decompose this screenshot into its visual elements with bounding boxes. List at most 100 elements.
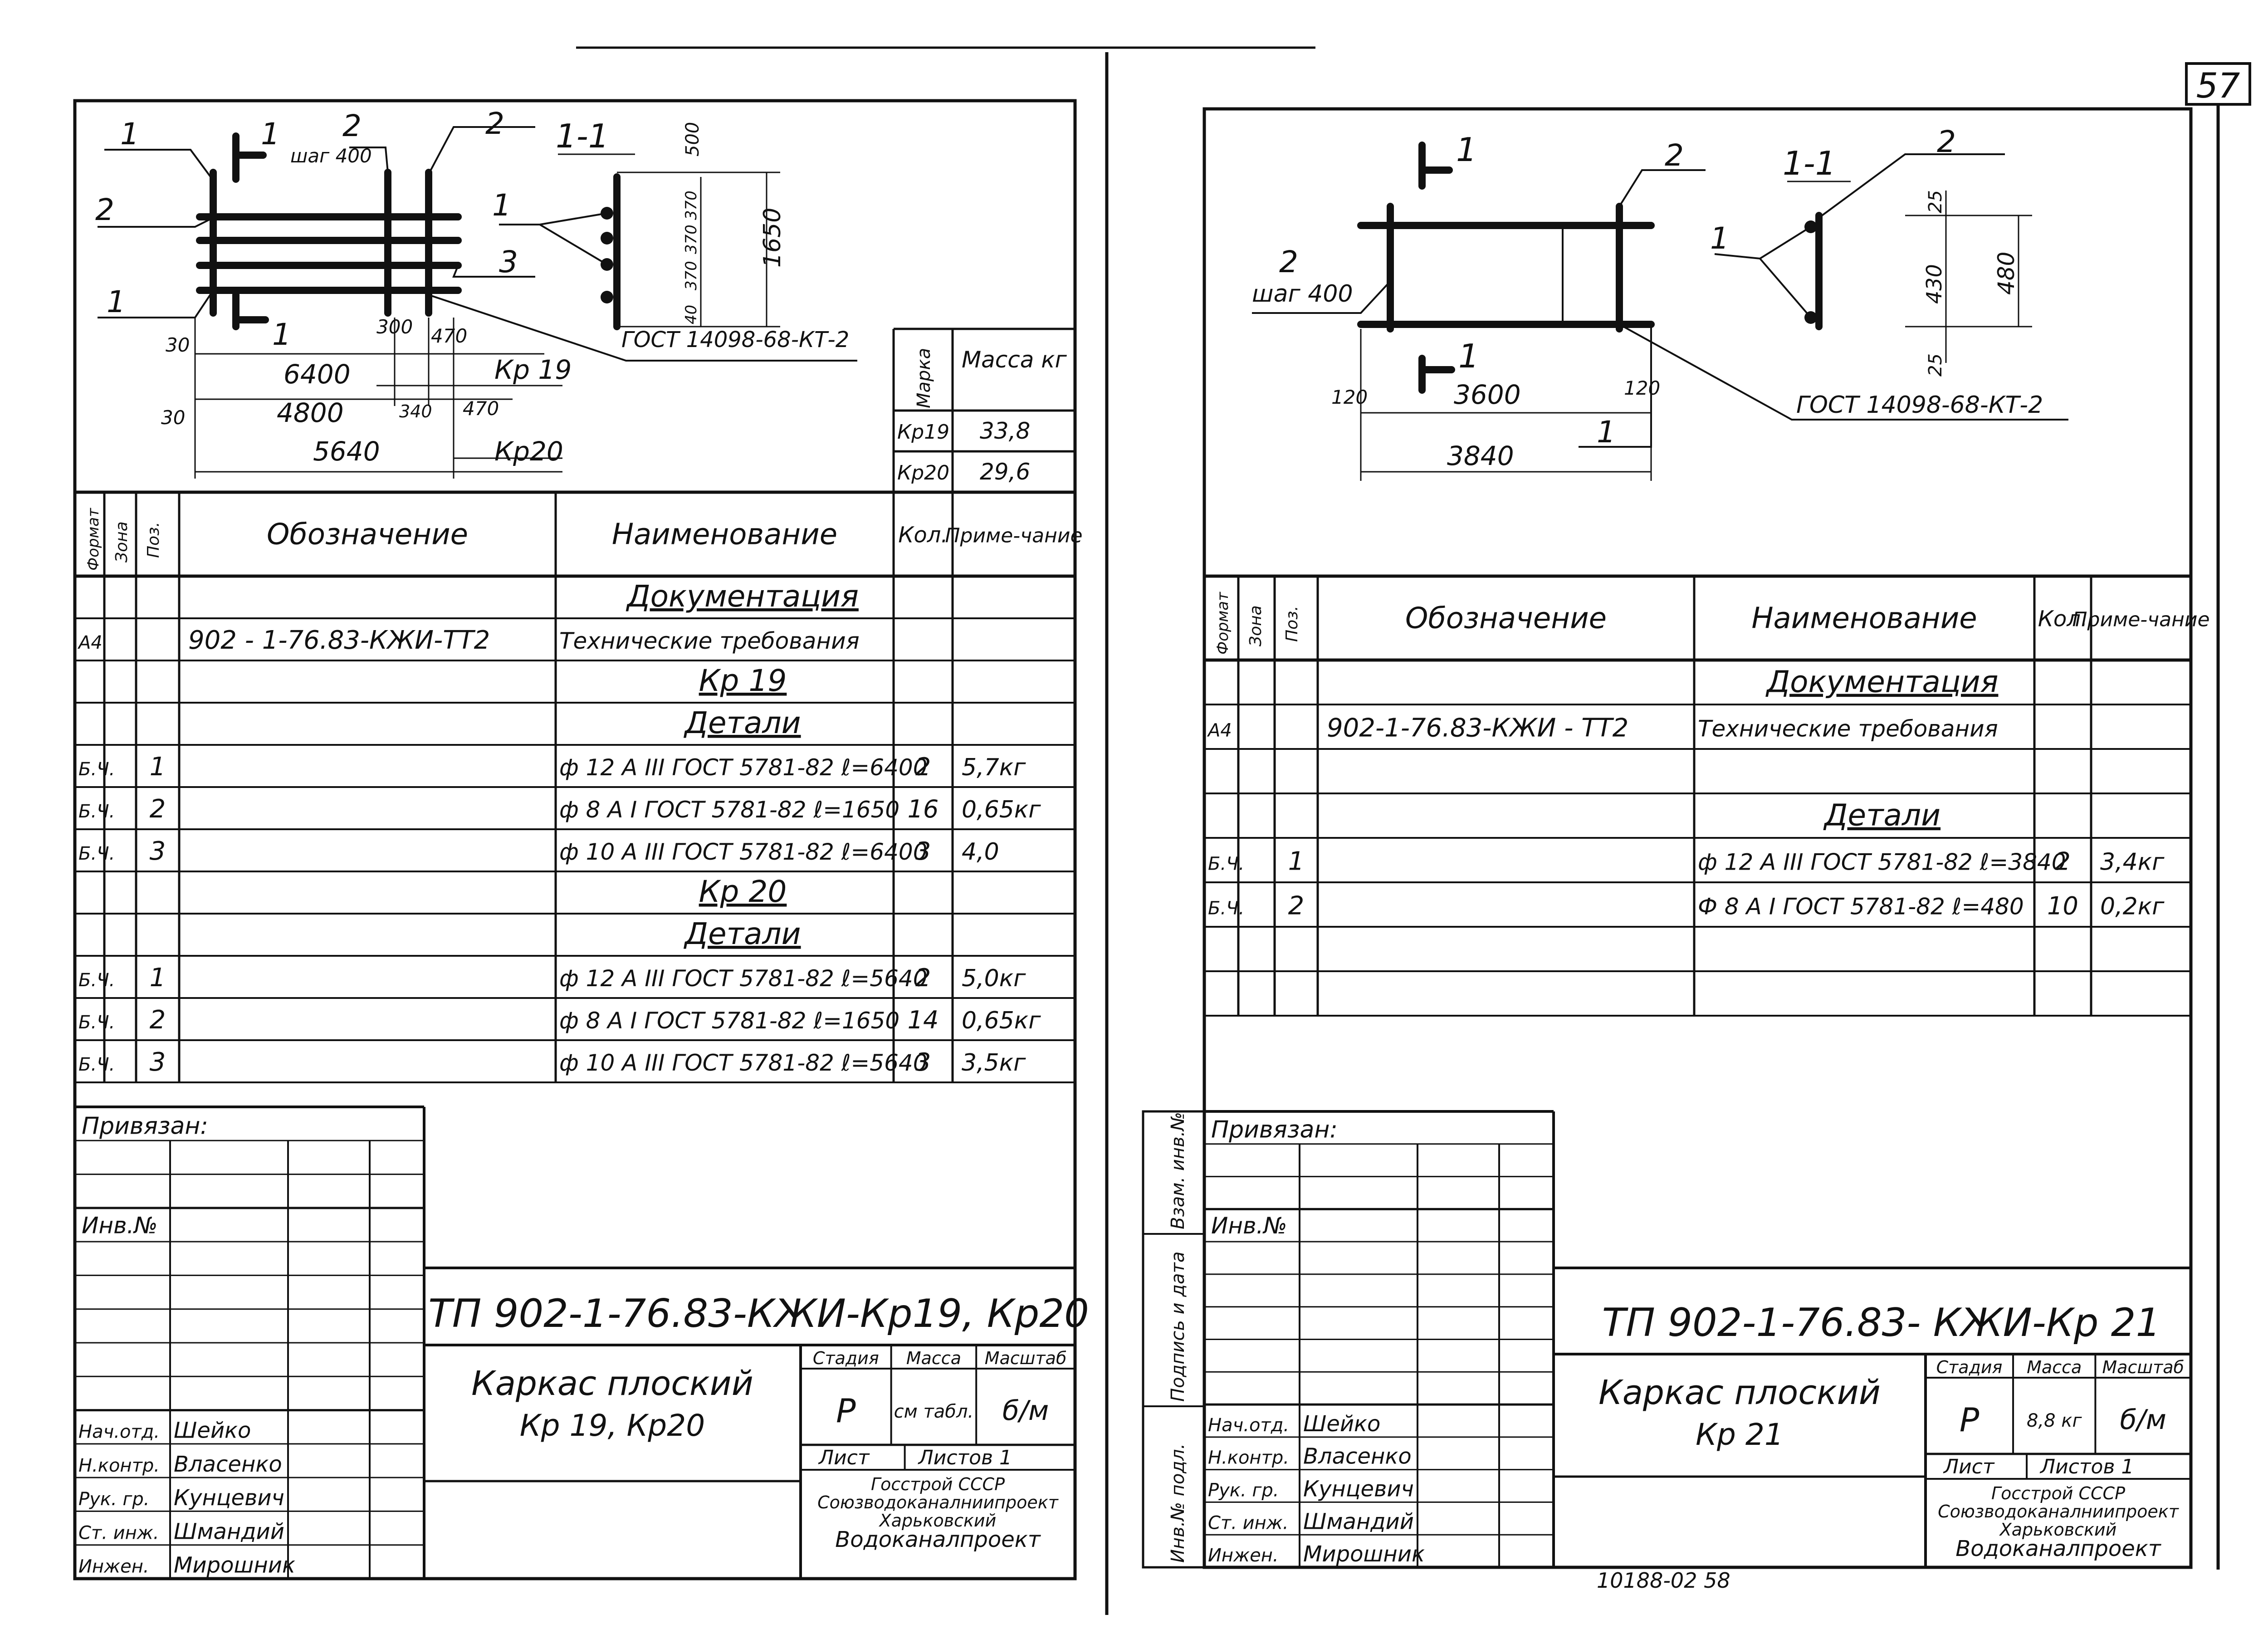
dim-500: 500 bbox=[682, 122, 703, 157]
spec-cell-prim: 4,0 bbox=[962, 838, 999, 866]
title-code: ТП 902-1-76.83- КЖИ-Кр 21 bbox=[1602, 1300, 2161, 1345]
spec-cell-format: Б.Ч. bbox=[78, 970, 115, 991]
spec-cell-naim: Технические требования bbox=[1698, 716, 1998, 742]
spec-cell-naim: ф 10 А III ГОСТ 5781-82 ℓ=5640 bbox=[559, 1050, 928, 1076]
leader-pos2-left bbox=[1252, 280, 1391, 314]
title-staff-name: Шейко bbox=[174, 1418, 251, 1443]
title-org2: Союзводоканалниипроект bbox=[817, 1492, 1059, 1512]
spec-cell-poz: 2 bbox=[150, 1005, 166, 1035]
right-sketch: 1 2 1-1 2 1 2 шаг 400 1 1 ГОСТ 14098-68-… bbox=[1252, 124, 2068, 481]
label-pos1-bottom: 1 bbox=[1597, 415, 1616, 450]
label-gost: ГОСТ 14098-68-КТ-2 bbox=[621, 327, 849, 352]
spec-cell-format: Б.Ч. bbox=[78, 1054, 115, 1075]
spec-header-poz: Поз. bbox=[1283, 606, 1301, 642]
title-masshtab: б/м bbox=[1002, 1395, 1049, 1427]
title-stadia: Р bbox=[1960, 1401, 1980, 1439]
title-listov-h: Листов 1 bbox=[2039, 1455, 2134, 1478]
title-org3: Харьковский bbox=[879, 1511, 997, 1531]
title-staff-name: Кунцевич bbox=[174, 1485, 284, 1511]
title-staff-name: Мирошник bbox=[174, 1553, 295, 1578]
title-privyazan: Привязан: bbox=[1211, 1116, 1338, 1143]
dim-430: 430 bbox=[1922, 264, 1946, 304]
dim-470b: 470 bbox=[463, 397, 499, 420]
spec-cell-naim: Ф 8 А I ГОСТ 5781-82 ℓ=480 bbox=[1698, 894, 2024, 920]
side-label-podpis: Подпись и дата bbox=[1168, 1252, 1188, 1402]
spec-cell-naim: ф 8 А I ГОСТ 5781-82 ℓ=1650 bbox=[559, 797, 899, 823]
spec-cell-poz: 1 bbox=[1288, 847, 1305, 876]
label-kr20: Кр20 bbox=[494, 436, 563, 467]
spec-cell-format: Б.Ч. bbox=[1208, 854, 1244, 875]
title-staff-role: Инжен. bbox=[1208, 1545, 1279, 1566]
dim-120b: 120 bbox=[1624, 377, 1660, 399]
title-name-l2: Кр 19, Кр20 bbox=[520, 1408, 705, 1443]
mass-table-header-massa: Масса кг bbox=[962, 347, 1067, 373]
title-staff-role: Н.контр. bbox=[1208, 1448, 1289, 1468]
spec-header-zona: Зона bbox=[112, 521, 131, 563]
title-staff-name: Власенко bbox=[174, 1452, 282, 1477]
title-massa: см табл. bbox=[894, 1401, 974, 1422]
dim-30a: 30 bbox=[166, 334, 190, 356]
label-section-mark-bottom: 1 bbox=[272, 317, 291, 352]
section-leader-1 bbox=[499, 212, 607, 225]
spec-cell-section-heading: Документация bbox=[1765, 665, 1999, 700]
left-sketch: 1 1 2 шаг 400 2 1-1 2 1 3 1 1 ГОСТ 14098… bbox=[95, 106, 857, 479]
leader-pos3 bbox=[452, 265, 535, 278]
spec-cell-kol: 2 bbox=[2055, 847, 2070, 876]
spec-cell-prim: 3,5кг bbox=[962, 1049, 1026, 1076]
title-org4: Водоканалпроект bbox=[835, 1527, 1041, 1552]
title-staff-role: Ст. инж. bbox=[78, 1522, 159, 1543]
title-masshtab-h: Масштаб bbox=[2102, 1357, 2184, 1377]
right-sheet: Взам. инв.№ Подпись и дата Инв.№ подл. bbox=[1142, 104, 2220, 1593]
title-staff-role: Рук. гр. bbox=[1208, 1480, 1279, 1501]
spec-cell-oboz: 902 - 1-76.83-КЖИ-ТТ2 bbox=[188, 626, 490, 655]
right-title-block: Привязан:Инв.№Нач.отд.ШейкоН.контр.Власе… bbox=[1204, 1110, 2191, 1567]
spec-cell-kol: 16 bbox=[908, 795, 939, 823]
title-staff-name: Кунцевич bbox=[1303, 1477, 1414, 1502]
section-rod-dot bbox=[601, 232, 613, 245]
spec-cell-poz: 1 bbox=[150, 963, 166, 993]
dim-370: 370 bbox=[682, 261, 700, 290]
spec-cell-prim: 0,2кг bbox=[2100, 893, 2165, 920]
spec-cell-poz: 3 bbox=[150, 1047, 166, 1077]
dim-3600: 3600 bbox=[1454, 379, 1521, 410]
dim-3840: 3840 bbox=[1447, 440, 1514, 471]
spec-header-oboz: Обозначение bbox=[1405, 602, 1607, 636]
dim-120a: 120 bbox=[1331, 386, 1368, 408]
right-side-column: Взам. инв.№ Подпись и дата Инв.№ подл. bbox=[1142, 1110, 1206, 1569]
spec-cell-prim: 0,65кг bbox=[962, 796, 1041, 823]
label-pos1-bottom: 1 bbox=[107, 284, 126, 319]
side-label-podl: Инв.№ подл. bbox=[1168, 1443, 1188, 1563]
spec-cell-poz: 2 bbox=[150, 794, 166, 824]
label-pos2-left: 2 bbox=[1279, 245, 1298, 279]
label-pos2-section: 2 bbox=[1937, 124, 1956, 159]
spec-cell-section-heading: Детали bbox=[1823, 798, 1941, 833]
section-leader-2 bbox=[1818, 153, 2005, 219]
label-pos1-section: 1 bbox=[1710, 221, 1729, 256]
label-pos2-top: 2 bbox=[1665, 138, 1684, 173]
spec-cell-kol: 2 bbox=[915, 964, 931, 992]
spec-cell-format: Б.Ч. bbox=[78, 801, 115, 822]
title-stadia: Р bbox=[836, 1392, 856, 1430]
spec-header-poz: Поз. bbox=[144, 522, 163, 558]
spec-cell-section-heading: Детали bbox=[683, 916, 801, 951]
section-title: 1-1 bbox=[1783, 144, 1836, 182]
spec-cell-prim: 5,0кг bbox=[962, 965, 1026, 992]
spec-cell-kol: 10 bbox=[2047, 892, 2078, 920]
title-name-l1: Каркас плоский bbox=[1598, 1373, 1881, 1412]
title-org3: Харьковский bbox=[1999, 1520, 2117, 1540]
footer-note: 10188-02 58 bbox=[1597, 1568, 1730, 1593]
mass-row-massa: 33,8 bbox=[980, 418, 1030, 444]
dim-370: 370 bbox=[682, 225, 700, 254]
label-section-bottom: 1 bbox=[1458, 337, 1479, 375]
title-name-l1: Каркас плоский bbox=[471, 1364, 753, 1403]
spec-header-naim: Наименование bbox=[612, 518, 837, 552]
spec-header-prim: Приме-чание bbox=[2072, 608, 2209, 631]
dim-480: 480 bbox=[1993, 252, 2019, 295]
label-pos2-right: 2 bbox=[485, 106, 504, 141]
spec-cell-poz: 1 bbox=[150, 752, 166, 782]
spec-cell-kol: 2 bbox=[915, 753, 931, 781]
dim-40: 40 bbox=[682, 305, 700, 324]
label-section-top: 1 bbox=[1456, 131, 1477, 169]
title-massa-h: Масса bbox=[2027, 1357, 2082, 1377]
dim-4800: 4800 bbox=[277, 397, 344, 428]
